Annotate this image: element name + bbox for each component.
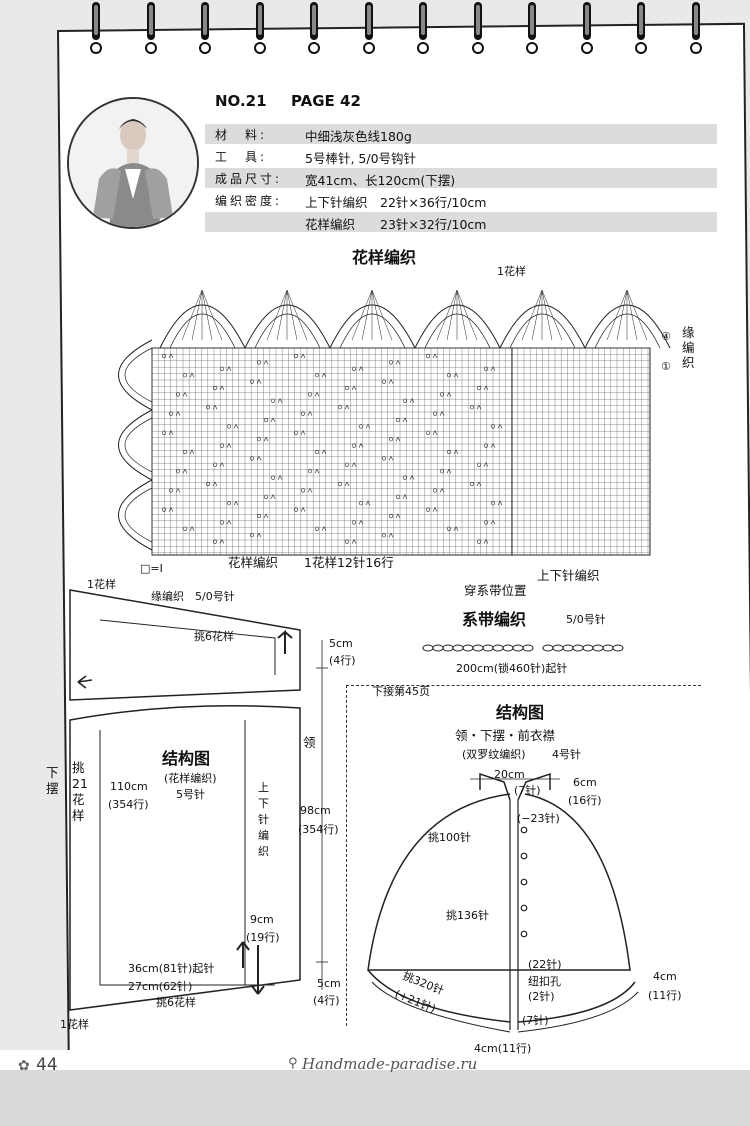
continue-note: 下接第45页 (372, 685, 430, 698)
spiral-ring (361, 2, 377, 56)
left-width-start: 36cm(81针)起针 (128, 962, 215, 975)
site-watermark: Handmade-paradise.ru (302, 1055, 478, 1073)
right-structure-diagram (367, 772, 639, 1033)
right-dim-4: 4cm (653, 970, 677, 983)
repeat-label: 1花样 (497, 265, 526, 278)
spec-band (205, 212, 717, 232)
right-rows-16: (16行) (568, 794, 602, 807)
left-edging-label: 缘编织 5/0号针 (151, 590, 235, 603)
right-diagram-title: 结构图 (496, 703, 545, 722)
spiral-ring (688, 2, 704, 56)
dim-98cm: 98cm (300, 804, 331, 817)
row-mark-4: ④ (661, 330, 671, 343)
left-side-9-rows: (19行) (246, 931, 280, 944)
spec-value-tools: 5号棒针, 5/0号钩针 (305, 151, 417, 166)
chart-legend: □=Ⅰ (140, 562, 163, 575)
chart-label-repeat: 1花样12针16行 (304, 555, 394, 570)
right-pick-136: 挑136针 (446, 909, 489, 922)
left-diagram-title: 结构图 (162, 749, 211, 768)
spiral-ring (524, 2, 540, 56)
spiral-ring (579, 2, 595, 56)
knit-chart-symbols (161, 353, 503, 544)
collar-label: 领 (303, 735, 316, 750)
spiral-ring (470, 2, 486, 56)
footer-grey-bar (0, 1070, 750, 1126)
right-stitches-7b: (7针) (522, 1014, 549, 1027)
spiral-ring (415, 2, 431, 56)
tie-needle: 5/0号针 (566, 613, 606, 626)
left-width-bottom: 27cm(62针) (128, 980, 193, 993)
spec-band (205, 168, 717, 188)
crochet-knit-chart (118, 289, 671, 556)
right-dim-6: 6cm (573, 776, 597, 789)
left-bottom-repeat: 1花样 (60, 1018, 89, 1031)
left-top-repeat-label: 1花样 (87, 578, 116, 591)
tie-position-label: 穿系带位置 (464, 583, 527, 598)
left-structure-diagram (69, 589, 328, 1011)
right-stitches-22: (22针) (528, 958, 562, 971)
knit-chart-grid (151, 347, 651, 556)
fork-knife-icon: ⚲ (288, 1056, 298, 1071)
row-mark-1: ① (661, 360, 671, 373)
left-length: 110cm (110, 780, 148, 793)
pattern-number: NO.21 (215, 92, 267, 110)
right-pick-100: 挑100针 (428, 831, 471, 844)
spiral-ring (252, 2, 268, 56)
hem-label: 下摆 (46, 765, 59, 796)
crochet-edging-scallops (118, 289, 671, 551)
right-stitches-2: (2针) (528, 990, 555, 1003)
right-diagram-needle: 4号针 (552, 748, 581, 761)
spec-value-gauge-1: 上下针编织 22针×36行/10cm (305, 195, 487, 210)
left-pick-bottom: 挑6花样 (156, 996, 196, 1009)
chart-label-stockinette: 上下针编织 (537, 568, 600, 583)
dim-5cm-bottom-rows: (4行) (313, 994, 340, 1007)
dim-98cm-rows: (354行) (298, 823, 339, 836)
spiral-ring (88, 2, 104, 56)
dim-5cm-top-rows: (4行) (329, 654, 356, 667)
edging-label: 缘编织 (682, 325, 695, 370)
model-photo (67, 97, 199, 229)
tie-title: 系带编织 (462, 610, 527, 629)
spec-label-material: 材 料: (215, 128, 268, 142)
spec-label-gauge: 编织密度: (215, 194, 283, 208)
right-bottom-4: 4cm(11行) (474, 1042, 532, 1055)
spec-value-material: 中细浅灰色线180g (305, 129, 412, 144)
right-diagram-subtitle: 领・下摆・前衣襟 (455, 728, 556, 743)
continuation-box-border (346, 685, 701, 1026)
flower-icon: ✿ (18, 1058, 30, 1074)
left-length-rows: (354行) (108, 798, 149, 811)
left-pick-side: 挑21花样 (72, 760, 88, 823)
chart-label-pattern-knit: 花样编织 (228, 555, 279, 570)
right-stitches-7: (7针) (514, 784, 541, 797)
spiral-ring (143, 2, 159, 56)
tie-length: 200cm(锁460针)起针 (456, 662, 568, 675)
right-diagram-method: (双罗纹编织) (462, 748, 526, 761)
right-minus-23: (−23针) (517, 812, 560, 825)
buttonhole-label: 纽扣孔 (528, 975, 561, 988)
left-stockinette: 上下针编织 (258, 781, 269, 858)
spec-band (205, 124, 717, 144)
spec-label-tools: 工 具: (215, 150, 268, 164)
spiral-ring (633, 2, 649, 56)
spec-label-size: 成品尺寸: (215, 172, 283, 186)
right-width-20: 20cm (494, 768, 525, 781)
spec-value-gauge-2: 花样编织 23针×32行/10cm (305, 217, 487, 232)
right-rows-11: (11行) (648, 989, 682, 1002)
spec-value-size: 宽41cm、长120cm(下摆) (305, 173, 456, 188)
pattern-chart-title: 花样编织 (352, 248, 417, 267)
page-number: 44 (36, 1055, 58, 1075)
left-pick-top: 挑6花样 (194, 630, 234, 643)
left-diagram-needle: 5号针 (176, 788, 205, 801)
spiral-ring (197, 2, 213, 56)
page-reference: PAGE 42 (291, 92, 361, 110)
dim-5cm-bottom: 5cm (317, 977, 341, 990)
spiral-ring (306, 2, 322, 56)
tie-chain-illustration (422, 644, 624, 652)
dim-5cm-top: 5cm (329, 637, 353, 650)
left-diagram-subtitle: (花样编织) (164, 772, 217, 785)
left-side-9: 9cm (250, 913, 274, 926)
